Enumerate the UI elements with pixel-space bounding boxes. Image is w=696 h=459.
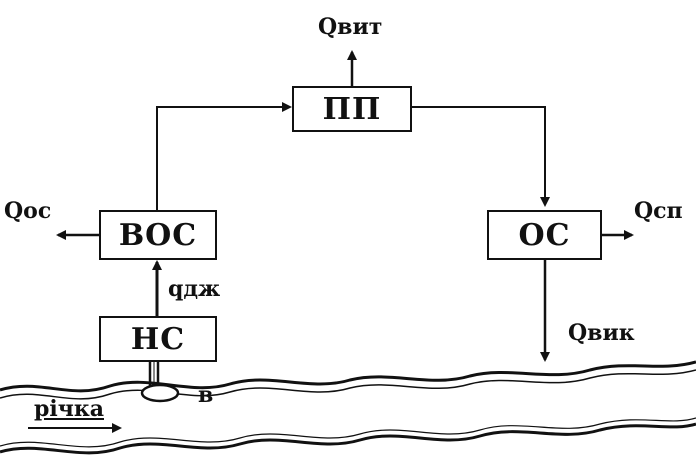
label-q-vit: Qвит bbox=[318, 14, 383, 40]
river-bank-lower-inner bbox=[0, 417, 696, 448]
line-vos-to-pp bbox=[156, 102, 292, 210]
block-pp: ПП bbox=[292, 86, 412, 132]
river-bank-upper-inner bbox=[0, 369, 696, 400]
river-bank-upper bbox=[0, 360, 696, 393]
label-q-sp: Qсп bbox=[634, 198, 683, 224]
intake-head bbox=[140, 383, 180, 403]
river-bank-lower bbox=[0, 422, 696, 455]
block-os: ОС bbox=[487, 210, 602, 260]
block-ns: НС bbox=[99, 316, 217, 362]
label-intake: в bbox=[198, 382, 214, 408]
line-pp-to-os bbox=[412, 106, 550, 207]
label-q-dzh: qдж bbox=[168, 276, 221, 302]
label-q-vyk: Qвик bbox=[568, 320, 635, 346]
label-q-os: Qос bbox=[4, 198, 52, 224]
block-vos: ВОС bbox=[99, 210, 217, 260]
label-river: річка bbox=[34, 396, 104, 422]
